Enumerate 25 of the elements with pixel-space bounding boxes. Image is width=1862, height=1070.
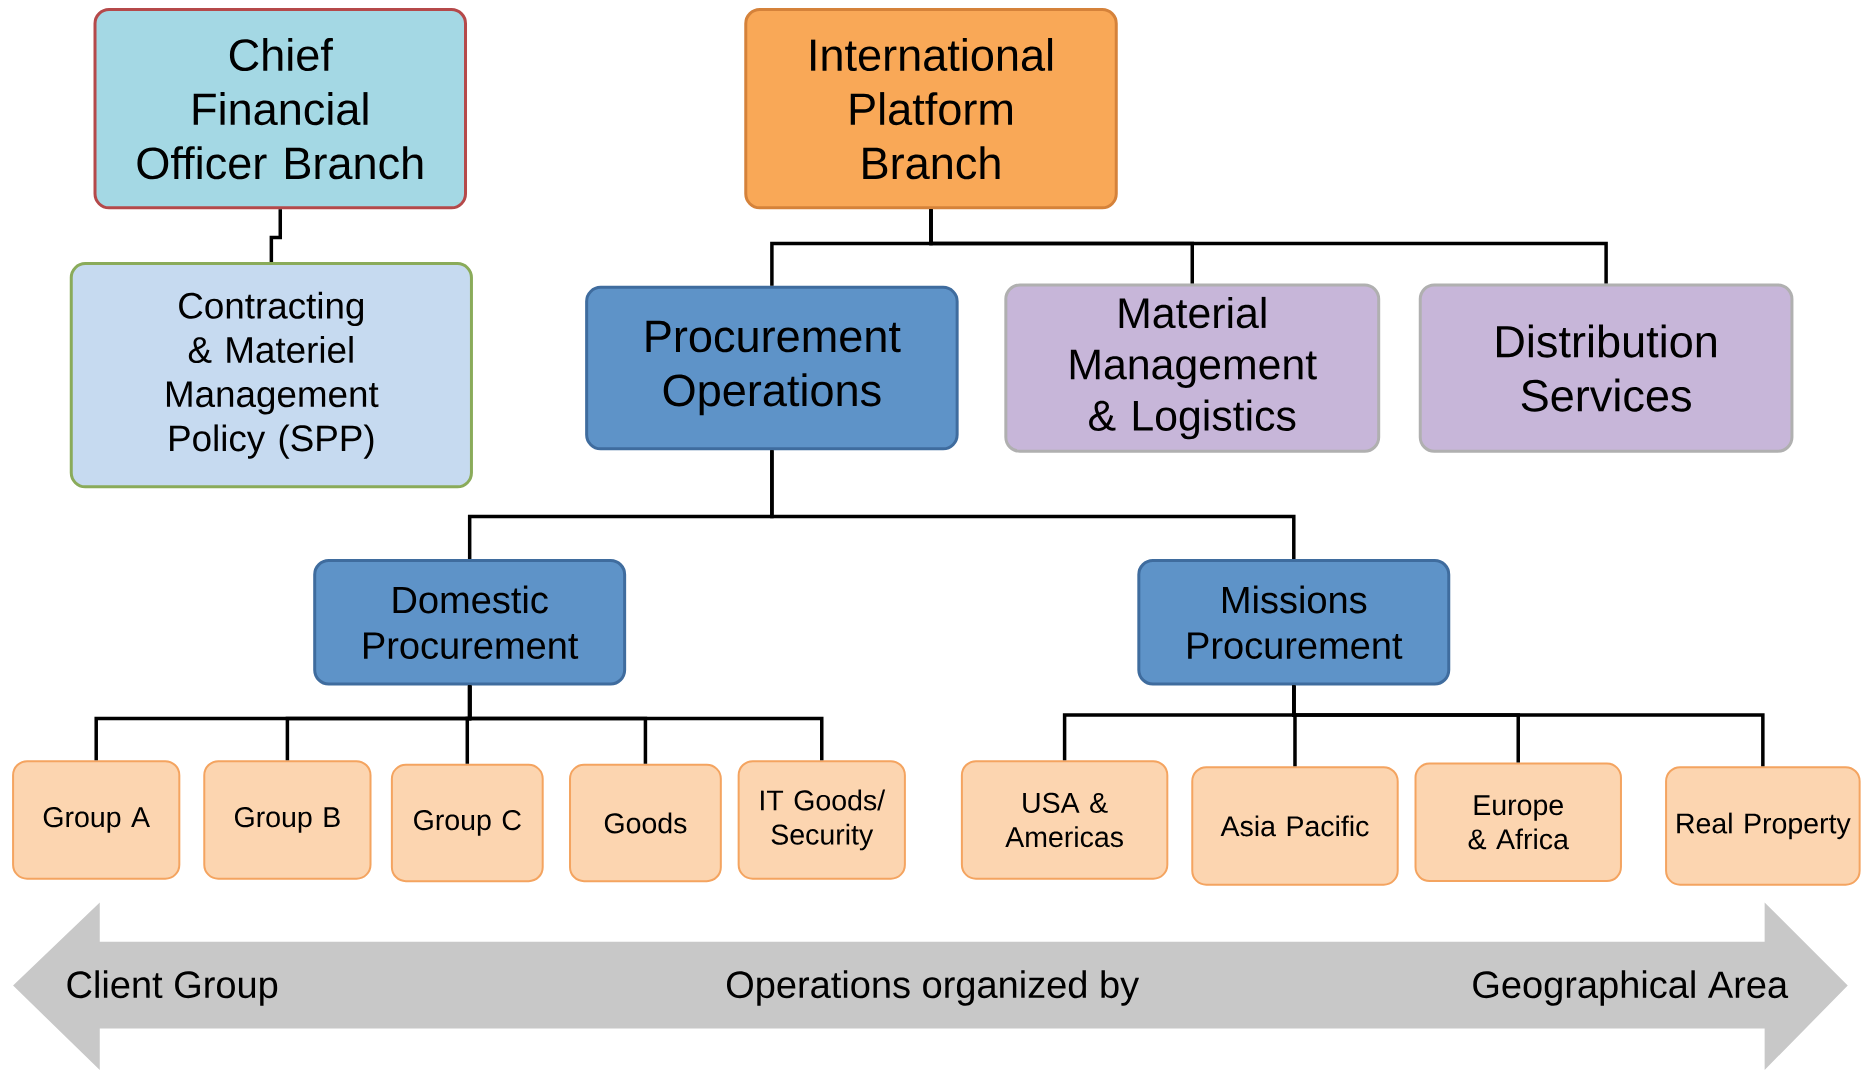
group-box: Asia Pacific [1191,766,1399,886]
connector-line [269,209,282,263]
arrow-label: Geographical Area [1473,970,1789,1006]
group-box: Real Property [1665,766,1861,886]
branch-box: Chief Financial Officer Branch [93,8,467,210]
group-box: Group A [12,760,181,880]
connector-line [1292,685,1765,767]
division-box: Domestic Procurement [313,559,627,686]
division-box: Procurement Operations [585,285,959,451]
branch-box: International Platform Branch [744,8,1118,210]
group-box: USA & Americas [960,760,1169,880]
arrow-label: Client Group [67,970,278,1006]
division-box: Material Management & Logistics [1004,283,1381,453]
group-box: Group C [390,763,544,883]
group-box: Group B [203,760,372,880]
policy-box: Contracting & Materiel Management Policy (SPP) [69,262,473,489]
division-box: Missions Procurement [1137,559,1451,686]
group-box: Goods [569,763,722,883]
division-box: Distribution Services [1418,283,1794,453]
connector-line [770,450,1296,559]
connector-line [929,209,1608,284]
group-box: Europe & Africa [1414,762,1622,883]
group-box: IT Goods/ Security [737,760,906,880]
connector-line [467,685,824,761]
arrow-label: Operations organized by [727,970,1140,1006]
